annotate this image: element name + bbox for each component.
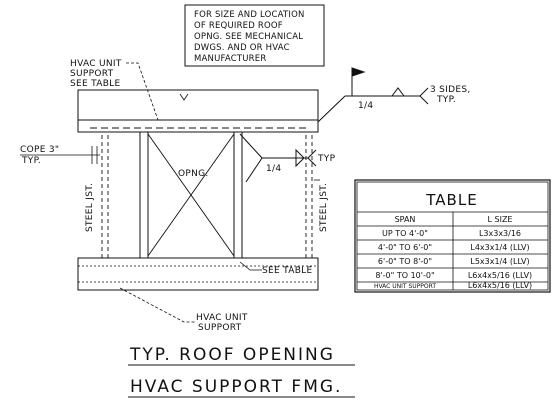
note-box: [184, 4, 325, 67]
hvac-support-top-line-1: HVAC UNIT: [70, 59, 122, 69]
table-header-span: SPAN: [395, 215, 416, 224]
cope-dimension: [20, 146, 100, 164]
size-table: [354, 179, 551, 293]
table-row-4-span: 8'-0" TO 10'-0": [375, 271, 434, 280]
drawing-title-line-2: HVAC SUPPORT FMG.: [130, 377, 342, 397]
hvac-support-bottom-leader: [119, 287, 196, 323]
right-vertical-angle: [233, 132, 243, 258]
see-table-label: SEE TABLE: [262, 266, 312, 276]
right-steel-joist: [305, 135, 313, 258]
table-row-1-span: UP TO 4'-0": [382, 229, 428, 238]
note-line-2: OF REQUIRED ROOF: [194, 21, 283, 31]
opening-cross: [147, 133, 235, 257]
bottom-support-member: [77, 257, 319, 291]
note-line-5: MANUFACTURER: [194, 54, 266, 64]
table-header-size: L SIZE: [488, 215, 513, 224]
note-line-4: DWGS. AND OR HVAC: [194, 43, 290, 53]
cope-typ-label: TYP.: [21, 156, 41, 166]
mid-weld-size: 1/4: [266, 164, 281, 174]
table-row-2-span: 4'-0" TO 6'-0": [378, 243, 432, 252]
top-weld-note-1: 3 SIDES,: [430, 85, 471, 95]
steel-joist-left-label: STEEL JST.: [85, 183, 95, 232]
hvac-support-top-line-2: SUPPORT: [70, 69, 114, 79]
table-title: TABLE: [425, 191, 477, 209]
top-weld-note-2: TYP.: [436, 95, 456, 105]
table-row-3-span: 6'-0" TO 8'-0": [378, 257, 432, 266]
note-line-3: OPNG. SEE MECHANICAL: [194, 32, 303, 42]
steel-joist-right-label: STEEL JST.: [319, 183, 329, 232]
table-row-5-span: HVAC UNIT SUPPORT: [374, 283, 436, 290]
table-row-1-size: L3x3x3/16: [479, 229, 521, 238]
hvac-support-top-leader: [126, 62, 159, 121]
top-weld-size: 1/4: [358, 101, 373, 111]
see-table-leader: [239, 261, 262, 271]
table-row-3-size: L5x3x1/4 (LLV): [470, 257, 529, 266]
table-row-5-size: L6x4x5/16 (LLV): [468, 281, 532, 290]
hvac-support-bottom-line-2: SUPPORT: [198, 323, 242, 333]
top-weld-symbol: [317, 67, 429, 123]
mid-weld-symbol: [239, 133, 317, 183]
left-vertical-angle: [139, 132, 149, 258]
table-row-2-size: L4x3x1/4 (LLV): [470, 243, 529, 252]
note-line-1: FOR SIZE AND LOCATION: [194, 10, 305, 20]
top-support-member: [77, 89, 319, 133]
opening-label: OPNG.: [178, 169, 209, 179]
hvac-support-top-line-3: SEE TABLE: [70, 79, 120, 89]
table-row-4-size: L6x4x5/16 (LLV): [468, 271, 532, 280]
drawing-title-line-1: TYP. ROOF OPENING: [129, 345, 335, 365]
cope-label: COPE 3": [20, 145, 59, 155]
mid-weld-typ: TYP: [317, 154, 336, 164]
hvac-support-bottom-line-1: HVAC UNIT: [196, 313, 248, 323]
left-steel-joist: [101, 135, 109, 258]
